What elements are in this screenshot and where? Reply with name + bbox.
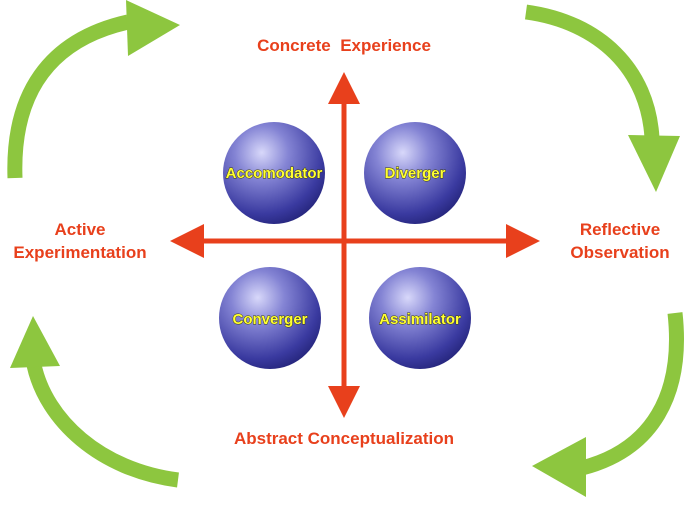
cycle-arrow-top-left <box>7 0 180 179</box>
cycle-arrow-top-right <box>524 4 680 192</box>
arrow-up-icon <box>328 72 360 104</box>
style-label-converger: Converger <box>232 311 307 328</box>
arrow-left-icon <box>170 224 204 258</box>
axis-labels: Concrete Experience Abstract Conceptuali… <box>13 36 669 448</box>
label-observation: Observation <box>570 243 669 262</box>
label-reflective: Reflective <box>580 220 660 239</box>
cycle-arrow-bottom-right <box>532 312 684 497</box>
axes <box>170 72 540 418</box>
arrow-right-icon <box>506 224 540 258</box>
label-concrete-experience: Concrete Experience <box>257 36 431 55</box>
label-experimentation: Experimentation <box>13 243 146 262</box>
label-active: Active <box>54 220 105 239</box>
sphere-assimilator: Assimilator <box>369 267 471 369</box>
sphere-diverger: Diverger <box>364 122 466 224</box>
cycle-arrows <box>7 0 684 497</box>
cycle-arrow-bottom-left <box>10 316 179 488</box>
arrow-down-icon <box>328 386 360 418</box>
sphere-converger: Converger <box>219 267 321 369</box>
spheres: Accomodator Diverger Converger Assimilat… <box>219 122 471 369</box>
label-abstract-conceptualization: Abstract Conceptualization <box>234 429 454 448</box>
sphere-accomodator: Accomodator <box>223 122 325 224</box>
style-label-diverger: Diverger <box>385 165 446 182</box>
style-label-accomodator: Accomodator <box>226 165 323 182</box>
style-label-assimilator: Assimilator <box>379 311 461 328</box>
